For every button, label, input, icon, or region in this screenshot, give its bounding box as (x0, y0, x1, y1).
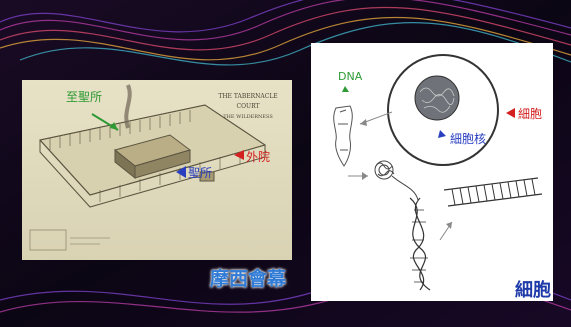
label-holy-place: 聖所 (188, 166, 213, 180)
label-holy-of-holies: 至聖所 (66, 90, 103, 104)
tabernacle-caption: 摩西會幕 (210, 268, 287, 290)
cell-panel (311, 43, 553, 301)
green-arrow-icon (91, 113, 119, 131)
dna-helix-drawing (409, 197, 431, 291)
cell-membrane (387, 54, 499, 166)
dna-ladder-drawing (443, 177, 543, 207)
red-arrow-icon (234, 150, 244, 160)
label-outer-court: 外院 (246, 150, 271, 164)
tabernacle-legend (29, 229, 110, 251)
plaque-line: THE TABERNACLE (218, 93, 277, 100)
chromosome-drawing (333, 105, 353, 167)
plaque-line: THE WILDERNESS (223, 114, 273, 120)
chromatin-drawing (374, 160, 419, 201)
cell-nucleus (414, 75, 460, 121)
cell-caption: 細胞 (515, 280, 551, 301)
label-nucleus: 細胞核 (450, 132, 487, 146)
blue-arrow-icon (176, 166, 186, 178)
blue-arrow-icon (438, 130, 446, 138)
tabernacle-panel: THE TABERNACLE COURT THE WILDERNESS (22, 80, 292, 260)
label-dna: DNA (338, 70, 363, 83)
label-cell: 細胞 (518, 107, 543, 121)
tabernacle-plaque: THE TABERNACLE COURT THE WILDERNESS (218, 93, 277, 120)
red-arrow-icon (506, 108, 515, 118)
tabernacle-court-drawing (39, 84, 267, 208)
plaque-line: COURT (237, 103, 260, 110)
green-arrow-icon (342, 86, 349, 92)
